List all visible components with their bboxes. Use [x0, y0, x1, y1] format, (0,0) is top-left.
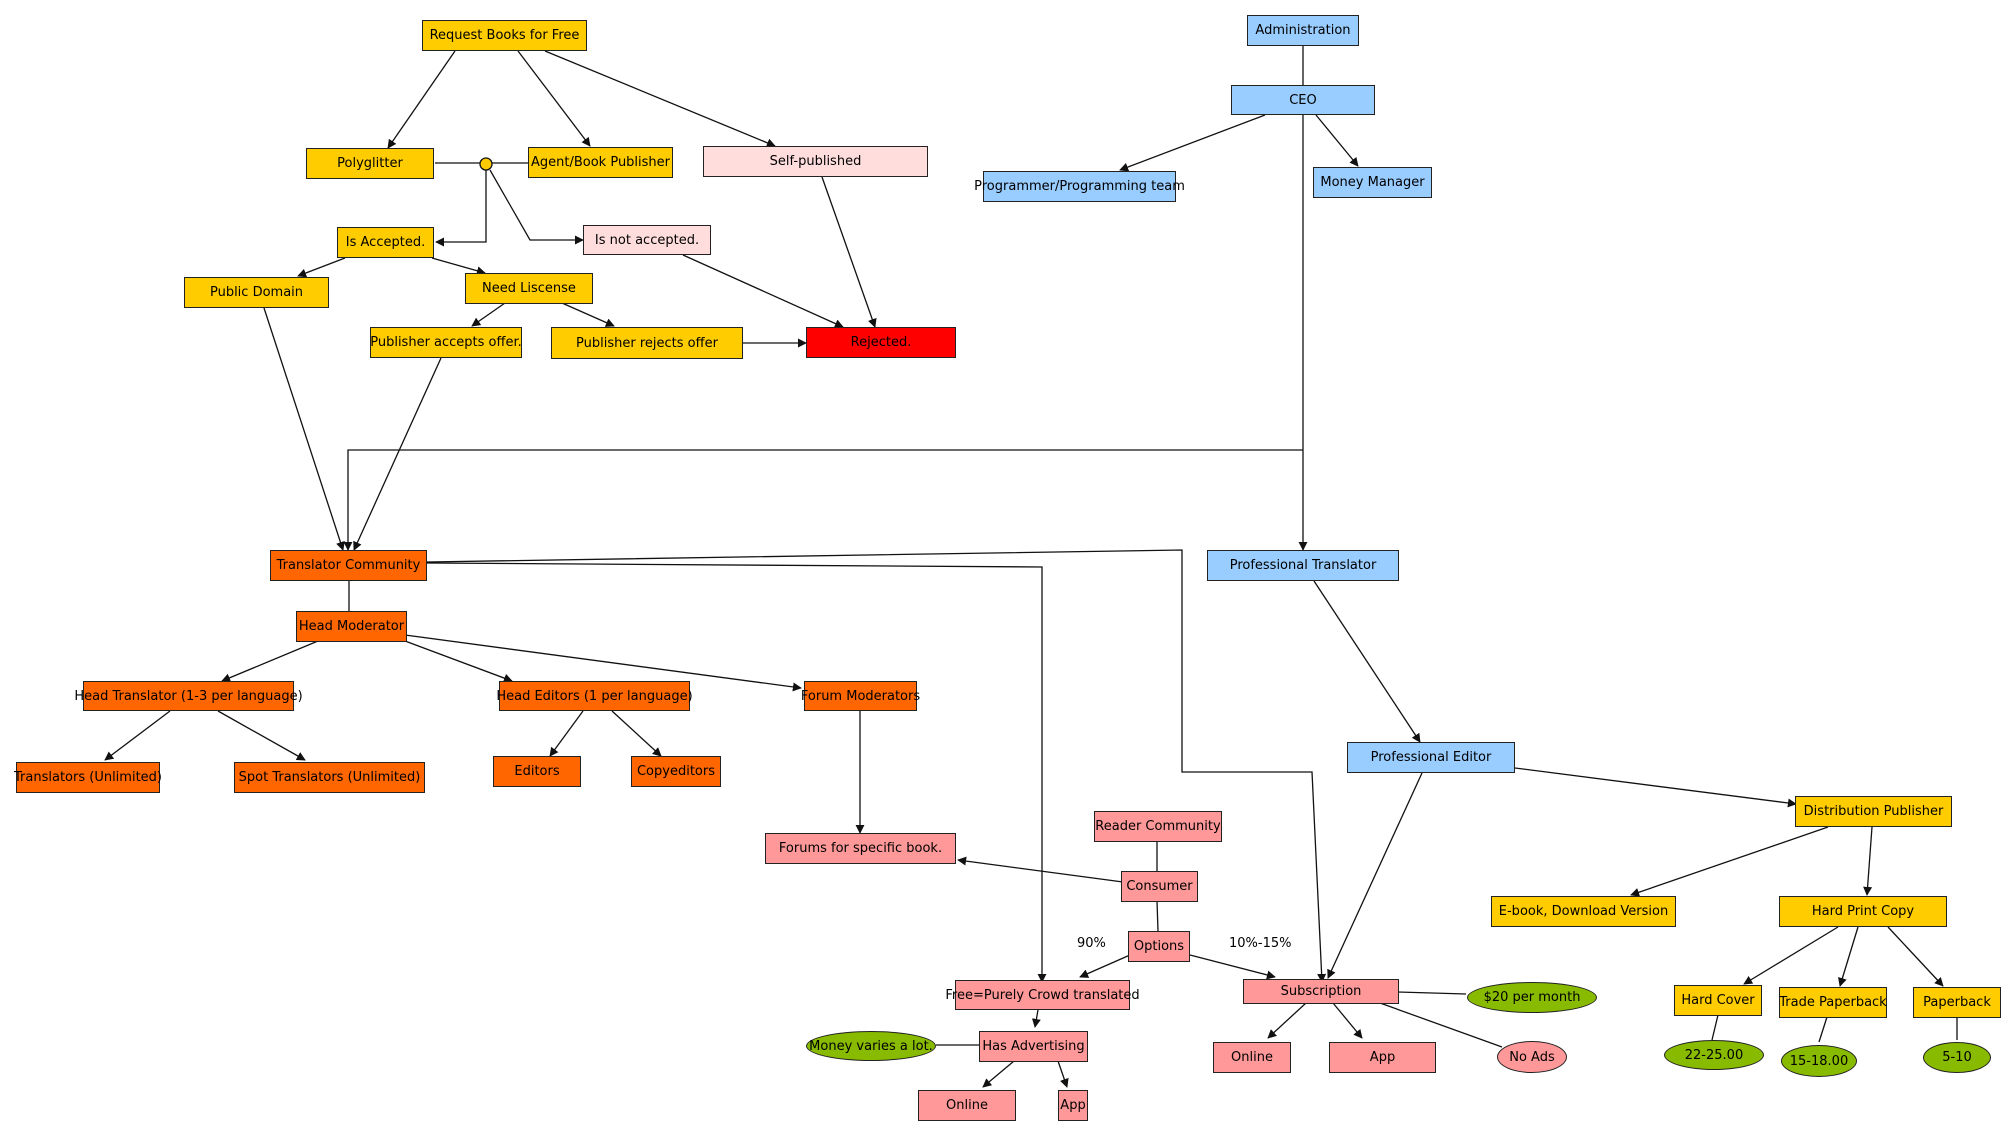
node-hard-cover[interactable]: Hard Cover	[1674, 985, 1762, 1016]
edge-headtranslator-translators	[104, 710, 171, 761]
node-forum-moderators[interactable]: Forum Moderators	[801, 681, 920, 711]
edge-proeditor-subscription	[1327, 772, 1423, 979]
node-self-published[interactable]: Self-published	[703, 146, 928, 177]
node-options[interactable]: Options	[1128, 931, 1190, 962]
edge-proeditor-distribution	[1514, 767, 1797, 808]
edge-request-agent	[517, 50, 591, 147]
edge-protranslator-proeditor	[1313, 580, 1421, 743]
edge-trade-price	[1818, 1016, 1828, 1043]
price-hard-cover: 22-25.00	[1664, 1040, 1764, 1070]
edge-headmod-headtranslator	[221, 640, 319, 683]
node-editors[interactable]: Editors	[493, 756, 581, 787]
node-subscription[interactable]: Subscription	[1243, 979, 1399, 1004]
edge-free-advertising	[1031, 1009, 1041, 1028]
node-paperback[interactable]: Paperback	[1913, 987, 2001, 1018]
edge-selfpub-rejected	[821, 176, 877, 328]
edge-advertising-app	[1057, 1060, 1069, 1088]
node-ebook[interactable]: E-book, Download Version	[1491, 896, 1676, 927]
junction-point	[479, 157, 493, 171]
node-request-books[interactable]: Request Books for Free	[422, 20, 587, 51]
node-consumer[interactable]: Consumer	[1121, 871, 1198, 902]
edge-headtranslator-spot	[217, 710, 306, 761]
edge-subscription-noads	[1379, 1002, 1503, 1048]
node-programmer[interactable]: Programmer/Programming team	[974, 171, 1185, 202]
node-need-license[interactable]: Need Liscense	[465, 273, 593, 304]
edge-hardprint-hardcover	[1743, 926, 1839, 985]
edge-subscription-permonth	[1397, 991, 1467, 995]
node-public-domain[interactable]: Public Domain	[184, 277, 329, 308]
edge-accepts-community	[353, 357, 442, 551]
edge-accepted-publicdomain	[297, 257, 346, 278]
edge-hardprint-trade	[1838, 926, 1859, 987]
edge-headmod-forummods	[404, 634, 802, 692]
node-reader-community[interactable]: Reader Community	[1094, 811, 1222, 842]
node-trade-paperback[interactable]: Trade Paperback	[1779, 987, 1887, 1018]
node-spot-translators[interactable]: Spot Translators (Unlimited)	[234, 762, 425, 793]
edge-subscription-app	[1332, 1002, 1363, 1039]
edge-headmod-headeditors	[404, 640, 513, 683]
edge-options-subscription	[1189, 954, 1276, 980]
edge-community-subscription	[426, 549, 1327, 983]
edge-publicdomain-community	[263, 307, 345, 551]
node-ad-app[interactable]: App	[1058, 1090, 1088, 1121]
edge-community-free	[426, 562, 1047, 983]
node-is-accepted[interactable]: Is Accepted.	[337, 227, 434, 258]
edge-subscription-online	[1267, 1002, 1307, 1039]
edge-distribution-ebook	[1630, 826, 1829, 897]
edge-needlicense-accepts	[471, 302, 506, 327]
node-translator-community[interactable]: Translator Community	[270, 550, 427, 581]
node-distribution-publisher[interactable]: Distribution Publisher	[1795, 796, 1952, 827]
label-pct-free: 90%	[1077, 936, 1106, 951]
price-paperback: 5-10	[1923, 1042, 1991, 1073]
node-has-advertising[interactable]: Has Advertising	[979, 1031, 1088, 1062]
edge-headeditors-copyeditors	[611, 710, 662, 757]
price-trade-paperback: 15-18.00	[1781, 1045, 1857, 1077]
edge-options-free	[1079, 954, 1131, 978]
node-sub-app[interactable]: App	[1329, 1042, 1436, 1073]
node-forums[interactable]: Forums for specific book.	[765, 833, 956, 864]
node-free-crowd[interactable]: Free=Purely Crowd translated	[945, 980, 1140, 1010]
node-polyglitter[interactable]: Polyglitter	[306, 148, 434, 179]
node-ceo[interactable]: CEO	[1231, 85, 1375, 115]
node-head-translator[interactable]: Head Translator (1-3 per language)	[74, 681, 303, 711]
edge-junction-notaccepted	[489, 169, 584, 245]
edge-junction-accepted	[435, 170, 487, 247]
node-head-editors[interactable]: Head Editors (1 per language)	[496, 681, 693, 711]
edge-hardprint-paperback	[1887, 926, 1944, 987]
node-is-not-accepted[interactable]: Is not accepted.	[583, 225, 711, 255]
edge-consumer-forums	[957, 856, 1124, 883]
node-hard-print[interactable]: Hard Print Copy	[1779, 896, 1947, 927]
edge-consumer-options	[1156, 900, 1159, 932]
node-no-ads[interactable]: No Ads	[1497, 1041, 1567, 1073]
note-per-month: $20 per month	[1467, 982, 1597, 1013]
edge-ceo-community	[343, 449, 1303, 551]
label-pct-subscription: 10%-15%	[1229, 936, 1292, 951]
node-administration[interactable]: Administration	[1247, 15, 1359, 46]
node-professional-editor[interactable]: Professional Editor	[1347, 742, 1515, 773]
edge-headeditors-editors	[549, 710, 584, 757]
node-rejected[interactable]: Rejected.	[806, 327, 956, 358]
edge-hardcover-price	[1711, 1014, 1719, 1041]
node-translators[interactable]: Translators (Unlimited)	[14, 762, 162, 793]
node-publisher-accepts[interactable]: Publisher accepts offer.	[370, 327, 522, 358]
edge-request-polyglitter	[387, 50, 456, 149]
node-ad-online[interactable]: Online	[918, 1090, 1016, 1121]
edge-advertising-online	[982, 1060, 1015, 1088]
node-head-moderator[interactable]: Head Moderator	[296, 611, 407, 642]
node-professional-translator[interactable]: Professional Translator	[1207, 550, 1399, 581]
edge-ceo-moneymanager	[1315, 114, 1359, 167]
edge-notaccepted-rejected	[682, 254, 844, 328]
node-money-manager[interactable]: Money Manager	[1313, 167, 1432, 198]
edge-accepted-needlicense	[431, 257, 486, 276]
node-agent-publisher[interactable]: Agent/Book Publisher	[528, 147, 673, 178]
note-money-varies: Money varies a lot.	[806, 1031, 936, 1061]
node-sub-online[interactable]: Online	[1213, 1042, 1291, 1073]
node-copyeditors[interactable]: Copyeditors	[631, 756, 721, 787]
edge-ceo-programmer	[1119, 114, 1266, 172]
edge-request-selfpub	[544, 50, 776, 148]
edge-needlicense-rejects	[561, 302, 615, 327]
node-publisher-rejects[interactable]: Publisher rejects offer	[551, 327, 743, 359]
edge-distribution-hardprint	[1863, 826, 1873, 896]
